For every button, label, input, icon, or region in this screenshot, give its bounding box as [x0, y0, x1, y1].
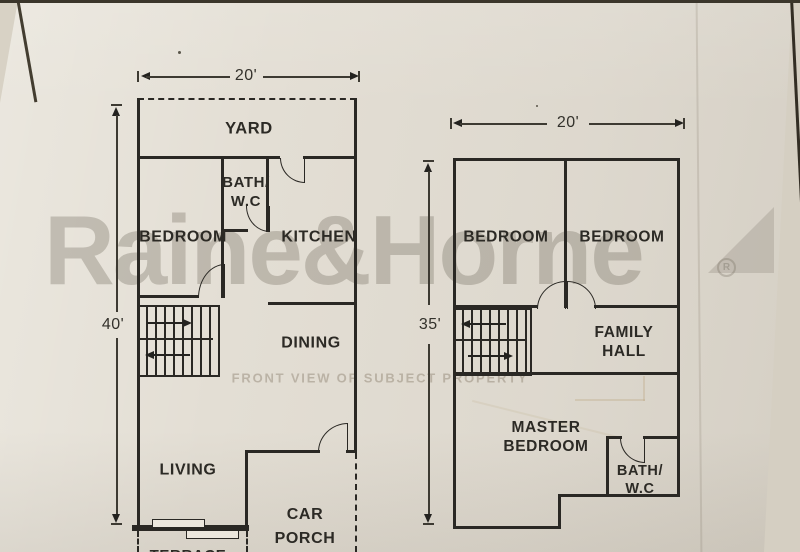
wall — [453, 372, 680, 375]
wall — [677, 158, 680, 497]
scan-speck — [178, 51, 181, 54]
scan-artifact — [643, 376, 645, 401]
dimension-line — [460, 123, 547, 125]
wall — [643, 436, 680, 439]
dimension-arrow — [424, 163, 432, 172]
dimension-cap — [450, 118, 452, 129]
dimension-arrow — [350, 72, 359, 80]
car-porch-label: CAR PORCH — [274, 506, 336, 547]
paper-crease — [695, 0, 703, 552]
bedroom-left-label: BEDROOM — [463, 228, 549, 246]
bath-wc-label: BATH/ W.C — [222, 174, 270, 210]
page-edge-left — [16, 0, 37, 103]
dimension-line — [589, 123, 677, 125]
dimension-arrow — [112, 514, 120, 523]
dimension-line — [146, 76, 230, 78]
bath-door-arc — [620, 438, 645, 463]
dimension-line — [428, 344, 430, 516]
dimension-line — [116, 338, 118, 516]
page-edge-right — [790, 0, 800, 552]
stair-arrow-up — [147, 322, 184, 324]
dimension-line — [428, 171, 430, 305]
staircase — [137, 305, 220, 377]
dimension-cap — [423, 523, 434, 525]
registered-trademark-icon: R — [717, 258, 736, 277]
dimension-cap — [137, 71, 139, 82]
wall — [453, 305, 538, 308]
terrace-boundary-dashed — [137, 531, 139, 552]
page-edge-top — [0, 0, 800, 3]
master-bedroom-label: MASTER BEDROOM — [503, 419, 589, 455]
dimension-cap — [683, 118, 685, 129]
ground-width-dimension: 20' — [234, 67, 258, 84]
dimension-arrow — [112, 107, 120, 116]
upper-depth-dimension: 35' — [418, 316, 442, 333]
stair-arrow-down — [469, 323, 506, 325]
bedroom-label: BEDROOM — [139, 228, 227, 246]
wall — [346, 450, 357, 453]
wall — [137, 156, 280, 159]
wall — [558, 494, 561, 529]
dimension-arrow — [453, 119, 462, 127]
dimension-line — [263, 76, 354, 78]
stair-landing-divider — [139, 338, 213, 340]
dimension-cap — [358, 71, 360, 82]
stair-arrow-head — [461, 319, 470, 328]
dining-label: DINING — [281, 334, 341, 352]
caption-watermark: FRONT VIEW OF SUBJECT PROPERTY — [231, 370, 529, 386]
car-porch-boundary-dashed — [355, 453, 357, 552]
page-margin-right — [764, 0, 800, 552]
living-label: LIVING — [159, 461, 217, 479]
terrace-label: TERRACE — [150, 546, 227, 552]
wall — [606, 436, 609, 497]
upper-width-dimension: 20' — [556, 114, 580, 131]
wall — [594, 305, 680, 308]
scan-speck — [536, 105, 538, 107]
wall — [354, 98, 357, 453]
wall — [303, 156, 357, 159]
wall — [453, 526, 561, 529]
stair-arrow-down — [153, 354, 190, 356]
dimension-line — [116, 115, 118, 312]
stair-arrow-up — [468, 355, 505, 357]
front-door-arc — [318, 423, 348, 452]
window — [152, 519, 205, 528]
wall — [606, 436, 622, 439]
wall — [221, 156, 224, 298]
wall — [564, 158, 567, 308]
dimension-arrow — [424, 514, 432, 523]
terrace-boundary-dashed — [246, 531, 248, 552]
stair-landing-divider — [455, 339, 525, 341]
wall — [245, 450, 248, 530]
bath-wc-label: BATH/ W.C — [616, 463, 664, 497]
staircase — [453, 308, 532, 376]
family-hall-label: FAMILY HALL — [594, 324, 654, 360]
yard-label: YARD — [225, 119, 273, 138]
wall — [266, 156, 269, 232]
window — [186, 530, 239, 539]
wall — [558, 494, 680, 497]
page-corner-left — [0, 0, 18, 103]
wall — [221, 229, 248, 232]
wall — [137, 295, 199, 298]
stair-arrow-head — [183, 318, 192, 327]
dimension-cap — [423, 160, 434, 162]
dimension-arrow — [675, 119, 684, 127]
kitchen-label: KITCHEN — [281, 228, 357, 246]
kitchen-door-arc — [280, 158, 305, 183]
ground-depth-dimension: 40' — [101, 316, 125, 333]
yard-boundary-dashed — [138, 98, 356, 100]
brand-watermark: Raine&Horne — [44, 195, 645, 305]
wall — [132, 525, 249, 531]
stair-arrow-head — [504, 351, 513, 360]
dimension-cap — [111, 523, 122, 525]
bedroom-right-label: BEDROOM — [579, 228, 665, 246]
stair-arrow-head — [145, 350, 154, 359]
scan-artifact — [575, 399, 645, 401]
wall — [268, 302, 357, 305]
wall — [245, 450, 320, 453]
dimension-cap — [111, 104, 122, 106]
